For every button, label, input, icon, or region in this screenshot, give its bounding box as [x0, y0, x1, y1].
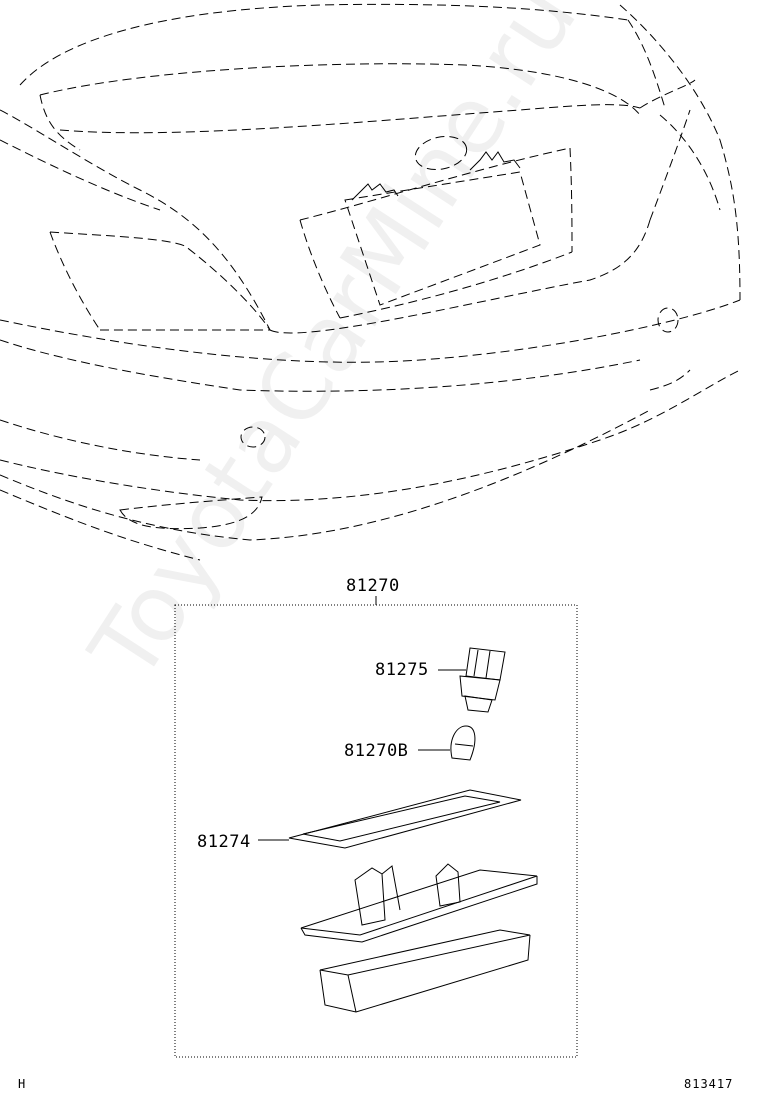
- diagram-number: 813417: [684, 1077, 734, 1091]
- lens-label: 81274: [197, 832, 251, 852]
- corner-left-code: H: [18, 1077, 27, 1091]
- assembly-label: 81270: [346, 576, 400, 596]
- bulb-label: 81270B: [344, 741, 409, 761]
- socket-label: 81275: [375, 660, 429, 680]
